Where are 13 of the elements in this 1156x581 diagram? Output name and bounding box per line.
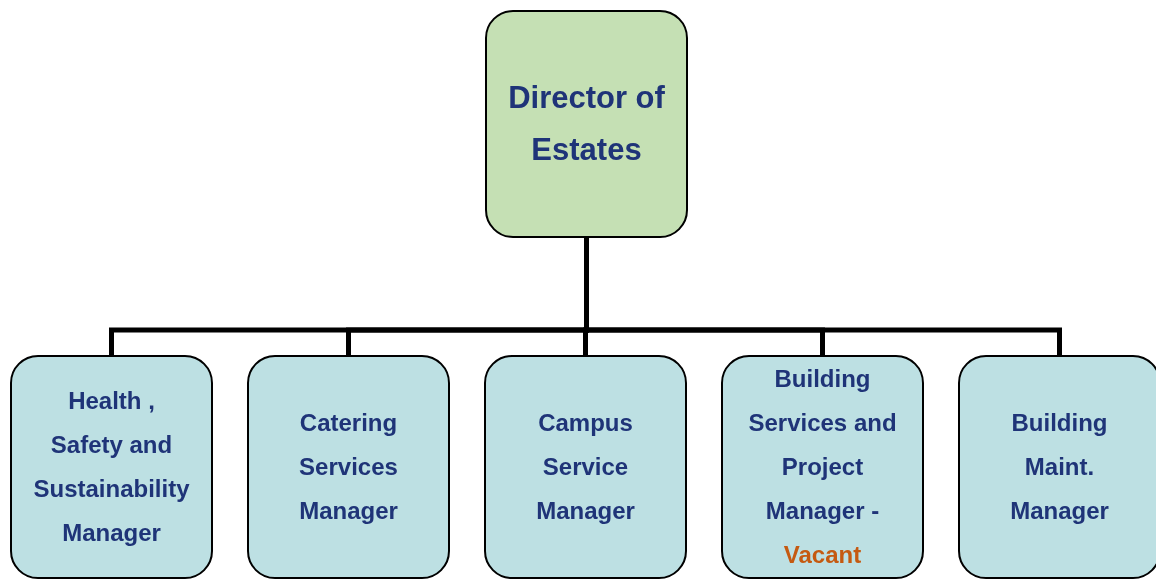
role-title: Director of Estates: [507, 79, 666, 169]
manager-box: [721, 355, 924, 579]
manager-box: [958, 355, 1156, 579]
manager-box: [10, 355, 213, 579]
status-label: Vacant: [783, 540, 862, 570]
role-title: Building Services and Project Manager -: [747, 364, 898, 526]
director-box: [485, 10, 688, 238]
role-title: Health , Safety and Sustainability Manager: [32, 386, 191, 548]
role-title: Campus Service Manager: [535, 408, 636, 526]
manager-box: [247, 355, 450, 579]
manager-box: [484, 355, 687, 579]
role-title: Catering Services Manager: [298, 408, 399, 526]
role-title: Building Maint. Manager: [1009, 408, 1110, 526]
